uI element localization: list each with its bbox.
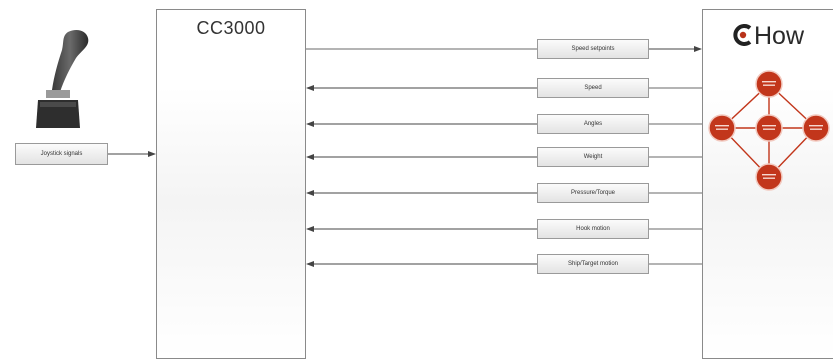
- signal-label: Ship/Target motion: [567, 261, 619, 267]
- joystick-signals-box: Joystick signals: [15, 143, 108, 165]
- signal-box-speed-setpoints: Speed setpoints: [537, 39, 649, 59]
- node-network: [708, 70, 830, 191]
- chow-c-logo-icon: [733, 24, 752, 46]
- signal-label: Angles: [583, 121, 603, 127]
- signal-label: Pressure/Torque: [570, 190, 616, 196]
- network-node-left: [708, 114, 736, 142]
- signal-box-hook-motion: Hook motion: [537, 219, 649, 239]
- network-node-bottom: [755, 163, 783, 191]
- cc3000-panel: CC3000: [156, 9, 306, 359]
- signal-box-speed: Speed: [537, 78, 649, 98]
- signal-label: Speed setpoints: [571, 46, 615, 52]
- signal-label: Hook motion: [576, 226, 610, 232]
- network-node-top: [755, 70, 783, 98]
- signal-box-pressure-torque: Pressure/Torque: [537, 183, 649, 203]
- joystick-icon: [36, 30, 89, 128]
- chow-logo-text: How: [754, 22, 805, 50]
- joystick-signals-label: Joystick signals: [40, 151, 83, 157]
- signal-box-ship-target-motion: Ship/Target motion: [537, 254, 649, 274]
- signal-label: Weight: [583, 154, 603, 160]
- signal-box-weight: Weight: [537, 147, 649, 167]
- signal-box-angles: Angles: [537, 114, 649, 134]
- network-node-center: [755, 114, 783, 142]
- network-node-right: [802, 114, 830, 142]
- signal-label: Speed: [584, 85, 602, 91]
- cc3000-title: CC3000: [196, 18, 266, 38]
- chow-logo: How: [733, 22, 804, 51]
